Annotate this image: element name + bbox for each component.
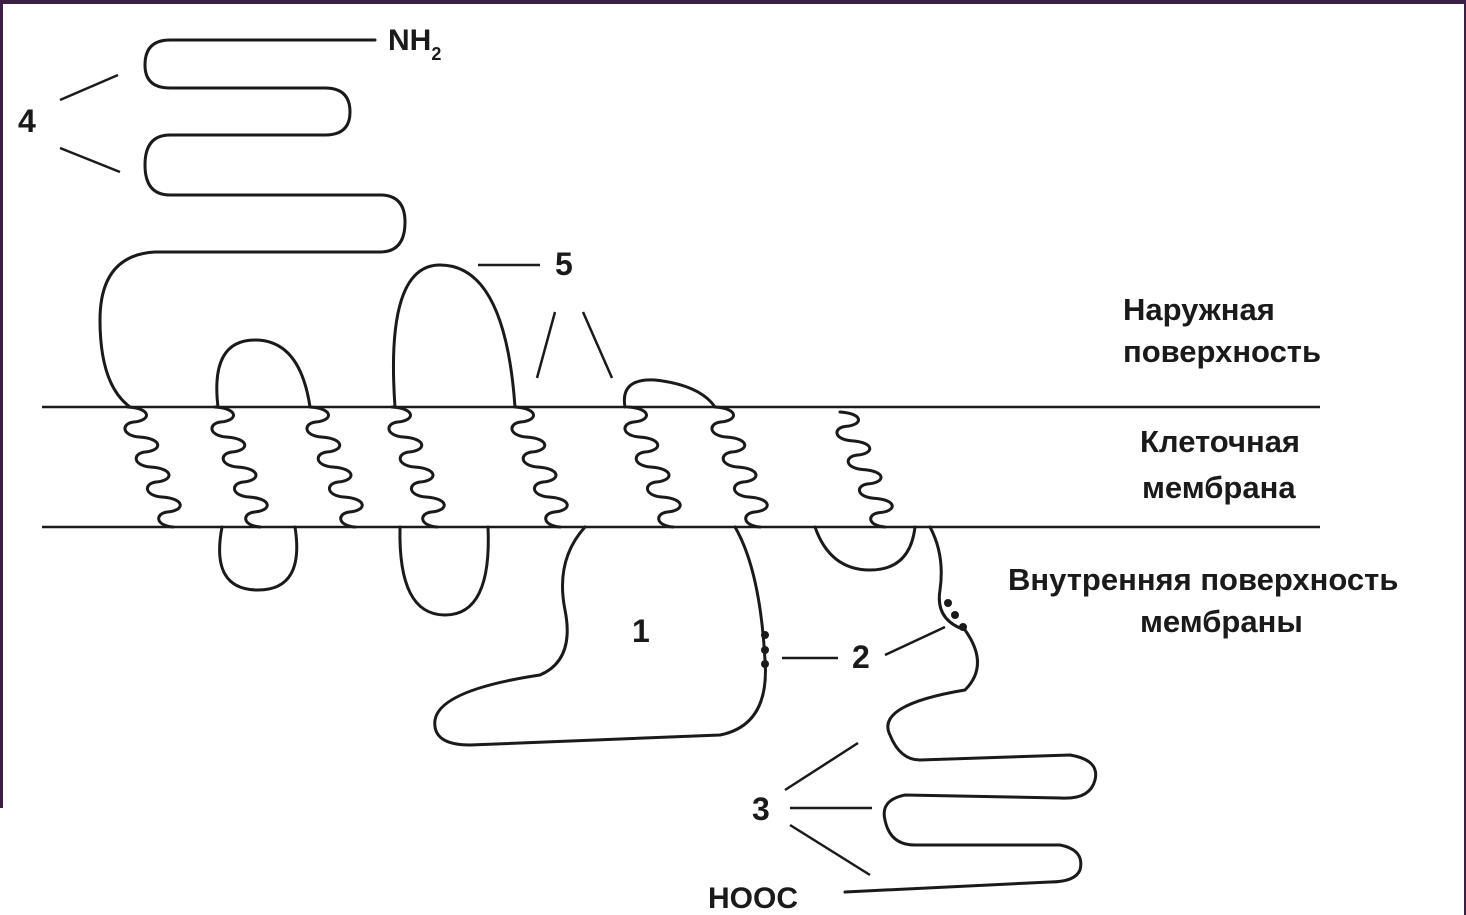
callout-5: 5 bbox=[555, 246, 573, 282]
transmembrane-helix bbox=[307, 407, 362, 527]
transmembrane-helix bbox=[837, 412, 892, 527]
transmembrane-helix bbox=[625, 407, 680, 527]
membrane-label-line1: Клеточная bbox=[1140, 424, 1300, 459]
extracellular-loop-3 bbox=[624, 380, 715, 407]
inner-surface-label-line1: Внутренняя поверхность bbox=[1008, 562, 1398, 597]
leader-3 bbox=[785, 743, 858, 790]
transmembrane-helix bbox=[125, 407, 180, 527]
extracellular-loop-1 bbox=[217, 340, 310, 407]
leader-3 bbox=[790, 825, 870, 875]
callout-4: 4 bbox=[18, 103, 36, 139]
site-2-dot bbox=[959, 623, 967, 631]
transmembrane-helices bbox=[125, 407, 892, 527]
callout-2: 2 bbox=[852, 639, 870, 675]
leader-4 bbox=[60, 148, 120, 172]
n-terminus-label: NH2 bbox=[388, 24, 441, 64]
membrane-label-line2: мембрана bbox=[1142, 470, 1296, 505]
outer-surface-label-line2: поверхность bbox=[1123, 334, 1321, 369]
transmembrane-helix bbox=[712, 407, 767, 527]
intracellular-loop-2 bbox=[400, 527, 488, 615]
inner-surface-label-line2: мембраны bbox=[1140, 604, 1303, 639]
leader-5 bbox=[537, 312, 555, 378]
leader-2 bbox=[885, 627, 945, 655]
site-2-dot bbox=[761, 646, 769, 654]
intracellular-domain-1 bbox=[435, 527, 766, 745]
transmembrane-helix bbox=[512, 407, 567, 527]
c-terminus-label: HOOC bbox=[708, 882, 798, 915]
leader-5 bbox=[583, 312, 612, 378]
transmembrane-helix bbox=[389, 407, 444, 527]
leader-4 bbox=[60, 75, 118, 100]
site-2-dot bbox=[951, 611, 959, 619]
intracellular-loop-1 bbox=[220, 527, 297, 590]
callout-3: 3 bbox=[752, 791, 770, 827]
n-terminal-domain bbox=[100, 40, 405, 407]
transmembrane-helix bbox=[212, 407, 267, 527]
site-2-dot bbox=[761, 660, 769, 668]
outer-surface-label-line1: Наружная bbox=[1123, 292, 1275, 327]
extracellular-loop-2 bbox=[393, 265, 515, 407]
site-2-dot bbox=[944, 599, 952, 607]
intracellular-loop-3 bbox=[815, 527, 915, 570]
site-2-dot bbox=[761, 631, 769, 639]
callout-1: 1 bbox=[632, 613, 650, 649]
